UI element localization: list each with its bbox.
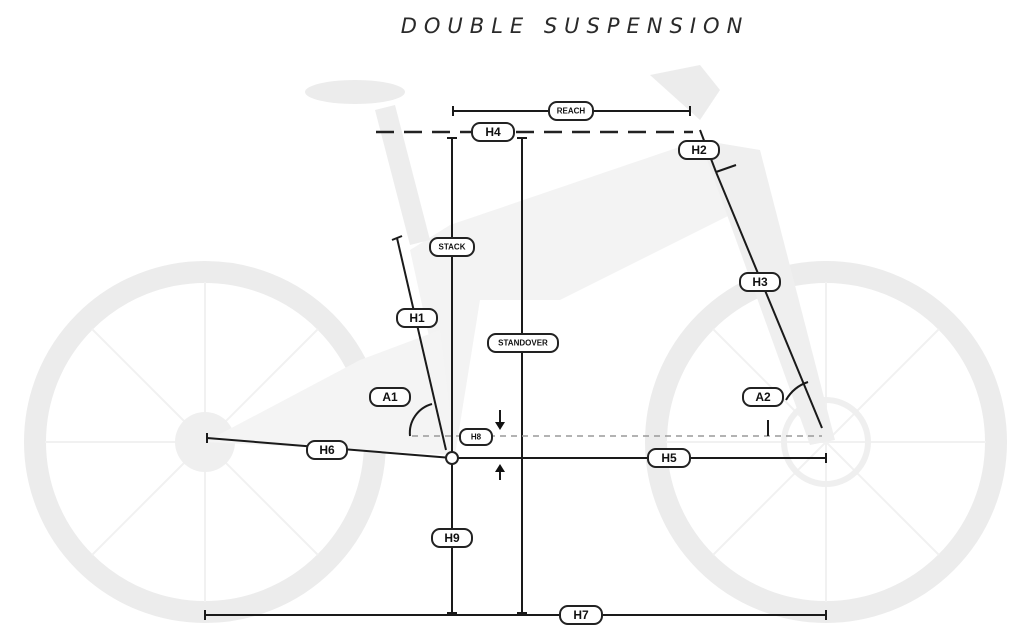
svg-text:H3: H3 bbox=[752, 275, 768, 289]
brake-disc bbox=[781, 397, 871, 487]
diagram-title: DOUBLE SUSPENSION bbox=[400, 14, 750, 38]
head-angle-arc-2 bbox=[785, 381, 809, 401]
svg-text:H2: H2 bbox=[691, 143, 707, 157]
dimension-labels: REACH H4 H2 STACK H3 H1 STANDOVER A1 A2 … bbox=[306, 101, 784, 625]
svg-text:STACK: STACK bbox=[439, 243, 466, 252]
svg-text:H4: H4 bbox=[485, 125, 501, 139]
svg-text:H9: H9 bbox=[444, 531, 460, 545]
seat-angle-arc bbox=[408, 403, 433, 437]
bottom-bracket bbox=[445, 451, 459, 465]
svg-text:H7: H7 bbox=[573, 608, 589, 622]
swingarm-shape bbox=[205, 330, 455, 455]
seatpost-shape bbox=[375, 105, 430, 245]
svg-text:H8: H8 bbox=[471, 433, 482, 442]
dimension-lines bbox=[204, 106, 827, 620]
label-h3: H3 bbox=[739, 272, 781, 292]
label-h6: H6 bbox=[306, 440, 348, 460]
label-stack: STACK bbox=[429, 237, 475, 257]
fork-line bbox=[715, 171, 823, 429]
label-a1: A1 bbox=[369, 387, 411, 407]
frame-shape bbox=[410, 140, 760, 455]
svg-text:A1: A1 bbox=[382, 390, 398, 404]
seat-tube-line bbox=[396, 237, 447, 451]
label-reach: REACH bbox=[548, 101, 594, 121]
label-h7: H7 bbox=[559, 605, 603, 625]
svg-text:H5: H5 bbox=[661, 451, 677, 465]
label-h5: H5 bbox=[647, 448, 691, 468]
svg-text:REACH: REACH bbox=[557, 107, 586, 116]
svg-text:A2: A2 bbox=[755, 390, 771, 404]
label-h8: H8 bbox=[459, 428, 493, 446]
saddle-shape bbox=[305, 80, 405, 104]
label-h2: H2 bbox=[678, 140, 720, 160]
handlebar-shape bbox=[650, 65, 720, 120]
label-h9: H9 bbox=[431, 528, 473, 548]
svg-text:H6: H6 bbox=[319, 443, 335, 457]
label-h4: H4 bbox=[471, 122, 515, 142]
front-spokes bbox=[666, 282, 986, 602]
svg-text:H1: H1 bbox=[409, 311, 425, 325]
label-a2: A2 bbox=[742, 387, 784, 407]
svg-text:STANDOVER: STANDOVER bbox=[498, 339, 548, 348]
label-h1: H1 bbox=[396, 308, 438, 328]
label-standover: STANDOVER bbox=[487, 333, 559, 353]
